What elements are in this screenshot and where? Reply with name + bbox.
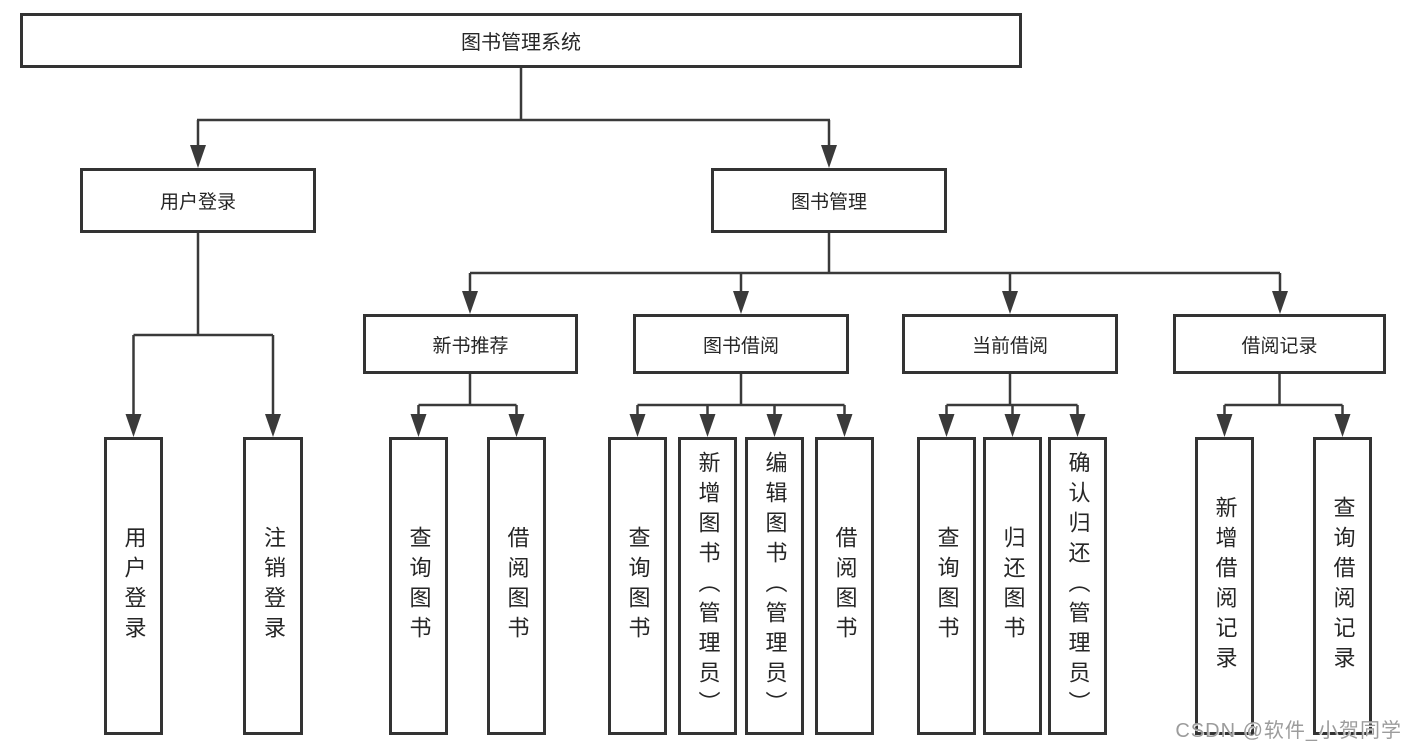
leaf-label: 编辑图书（管理员）: [762, 451, 788, 721]
node-user-login: 用户登录: [80, 168, 316, 233]
leaf-user-login: 用户登录: [104, 437, 163, 735]
leaf-label: 确认归还（管理员）: [1065, 451, 1091, 721]
node-label: 用户登录: [159, 192, 236, 213]
node-label: 图书管理: [790, 192, 867, 213]
leaf-logout: 注销登录: [243, 437, 303, 735]
leaf-query-books-borrowing: 查询图书: [608, 437, 667, 735]
node-label: 图书借阅: [702, 335, 779, 357]
node-label: 当前借阅: [971, 335, 1048, 357]
leaf-label: 借阅图书: [504, 526, 530, 646]
node-new-book-recommend: 新书推荐: [363, 314, 578, 374]
leaf-add-books-admin: 新增图书（管理员）: [678, 437, 737, 735]
node-label: 新书推荐: [432, 335, 509, 357]
leaf-label: 查询借阅记录: [1330, 496, 1356, 676]
leaf-confirm-return-admin: 确认归还（管理员）: [1048, 437, 1107, 735]
leaf-query-books-recommend: 查询图书: [389, 437, 448, 735]
arrowheads: [125, 145, 1351, 437]
leaf-label: 用户登录: [121, 526, 147, 646]
leaf-add-borrow-record: 新增借阅记录: [1195, 437, 1254, 735]
node-label: 图书管理系统: [461, 32, 581, 54]
leaf-label: 查询图书: [625, 526, 651, 646]
leaf-query-books-current: 查询图书: [917, 437, 976, 735]
leaf-label: 查询图书: [934, 526, 960, 646]
leaf-label: 查询图书: [406, 526, 432, 646]
leaf-borrow-books-recommend: 借阅图书: [487, 437, 546, 735]
csdn-watermark: CSDN @软件_小贺同学: [1175, 720, 1402, 742]
leaf-label: 归还图书: [1000, 526, 1026, 646]
node-label: 借阅记录: [1241, 335, 1318, 357]
leaf-label: 新增图书（管理员）: [695, 451, 721, 721]
leaf-return-books: 归还图书: [983, 437, 1042, 735]
node-borrowing-records: 借阅记录: [1173, 314, 1386, 374]
leaf-edit-books-admin: 编辑图书（管理员）: [745, 437, 804, 735]
leaf-label: 注销登录: [261, 526, 286, 646]
node-library-management-system: 图书管理系统: [20, 13, 1022, 68]
leaf-label: 新增借阅记录: [1212, 496, 1238, 676]
leaf-label: 借阅图书: [832, 526, 858, 646]
leaf-query-borrow-record: 查询借阅记录: [1313, 437, 1372, 735]
node-book-borrowing: 图书借阅: [633, 314, 849, 374]
node-current-borrowing: 当前借阅: [902, 314, 1118, 374]
node-book-management: 图书管理: [711, 168, 947, 233]
leaf-borrow-books: 借阅图书: [815, 437, 874, 735]
